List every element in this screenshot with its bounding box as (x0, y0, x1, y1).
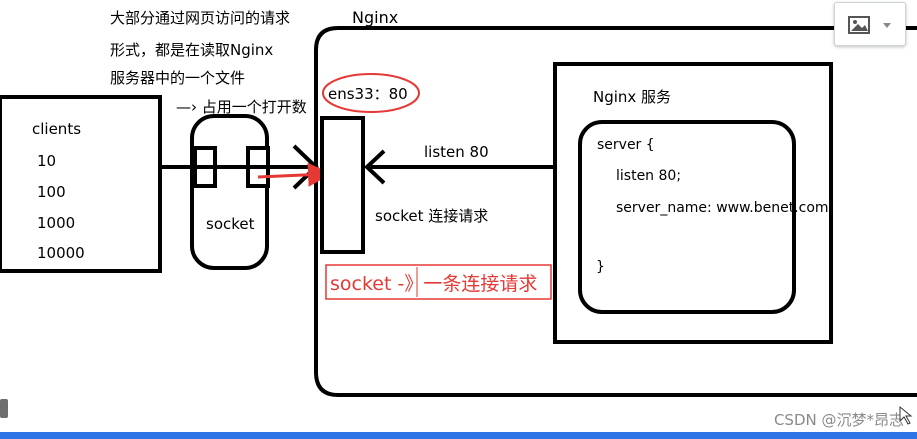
nginx-title: Nginx (352, 8, 398, 27)
clients-box (0, 95, 162, 273)
note-line-2: 形式，都是在读取Nginx (110, 41, 273, 59)
clients-title: clients (32, 120, 81, 138)
chevron-down-icon (883, 23, 891, 28)
listener-port-box (320, 116, 365, 254)
watermark: CSDN @沉梦*昂志 (774, 411, 904, 429)
red-request-arrow (257, 162, 332, 187)
config-line: server { (597, 137, 655, 153)
config-line: } (596, 259, 605, 275)
socket-request-label: socket 连接请求 (375, 207, 488, 225)
nginx-service-title: Nginx 服务 (593, 88, 671, 106)
image-toolbar-button[interactable] (834, 2, 906, 46)
note-line-4: —› 占用一个打开数 (176, 98, 307, 116)
clients-value: 10 (37, 152, 56, 170)
clients-value: 10000 (37, 244, 85, 262)
port-ellipse (322, 73, 420, 113)
server-block-box (578, 120, 796, 314)
config-line: listen 80; (616, 168, 681, 184)
cursor-icon (899, 405, 913, 425)
scroll-handle[interactable] (0, 399, 8, 418)
socket-label: socket (206, 215, 255, 233)
listen-arrowhead (364, 149, 386, 185)
highlight-label: socket -》一条连接请求 (330, 273, 537, 295)
port-label: ens33：80 (328, 85, 408, 103)
nginx-service-box (553, 62, 833, 344)
nginx-server-box (314, 26, 917, 397)
note-line-1: 大部分通过网页访问的请求 (110, 9, 290, 27)
bottom-bar (0, 432, 917, 439)
image-icon (848, 16, 870, 34)
clients-value: 100 (37, 183, 66, 201)
listen-label: listen 80 (424, 143, 489, 161)
note-line-3: 服务器中的一个文件 (110, 69, 245, 87)
clients-value: 1000 (37, 214, 75, 232)
config-line: server_name: www.benet.com; (616, 200, 833, 216)
socket-box (190, 114, 269, 270)
highlight-box (325, 264, 552, 300)
